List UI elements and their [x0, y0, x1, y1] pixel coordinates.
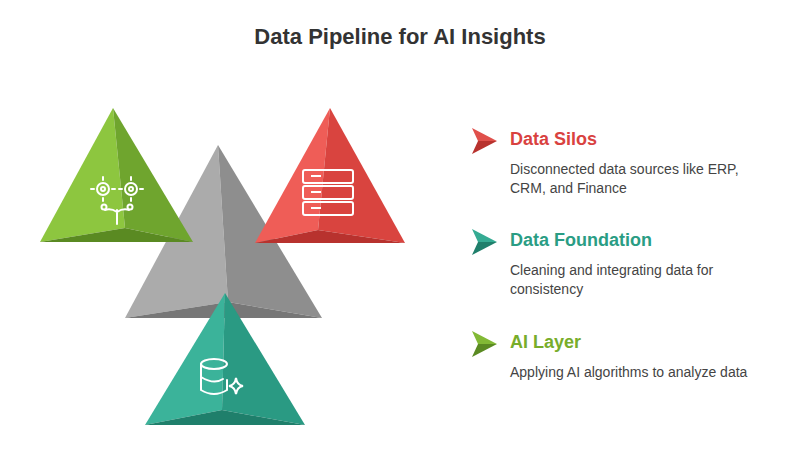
- red-pyramid: [255, 108, 405, 243]
- list-icon: [472, 331, 497, 357]
- list-icon: [472, 128, 497, 154]
- item-description: Applying AI algorithms to analyze data: [510, 363, 750, 382]
- item-description: Cleaning and integrating data for consis…: [510, 261, 750, 299]
- list-item: AI LayerApplying AI algorithms to analyz…: [510, 332, 750, 382]
- list-icon: [472, 229, 497, 255]
- teal-pyramid: [145, 293, 305, 425]
- item-description: Disconnected data sources like ERP, CRM,…: [510, 160, 750, 198]
- green-pyramid: [40, 108, 193, 242]
- item-heading: Data Foundation: [510, 230, 750, 251]
- list-item: Data FoundationCleaning and integrating …: [510, 230, 750, 299]
- list-item: Data SilosDisconnected data sources like…: [510, 129, 750, 198]
- item-heading: AI Layer: [510, 332, 750, 353]
- diagram-title: Data Pipeline for AI Insights: [0, 24, 800, 50]
- item-heading: Data Silos: [510, 129, 750, 150]
